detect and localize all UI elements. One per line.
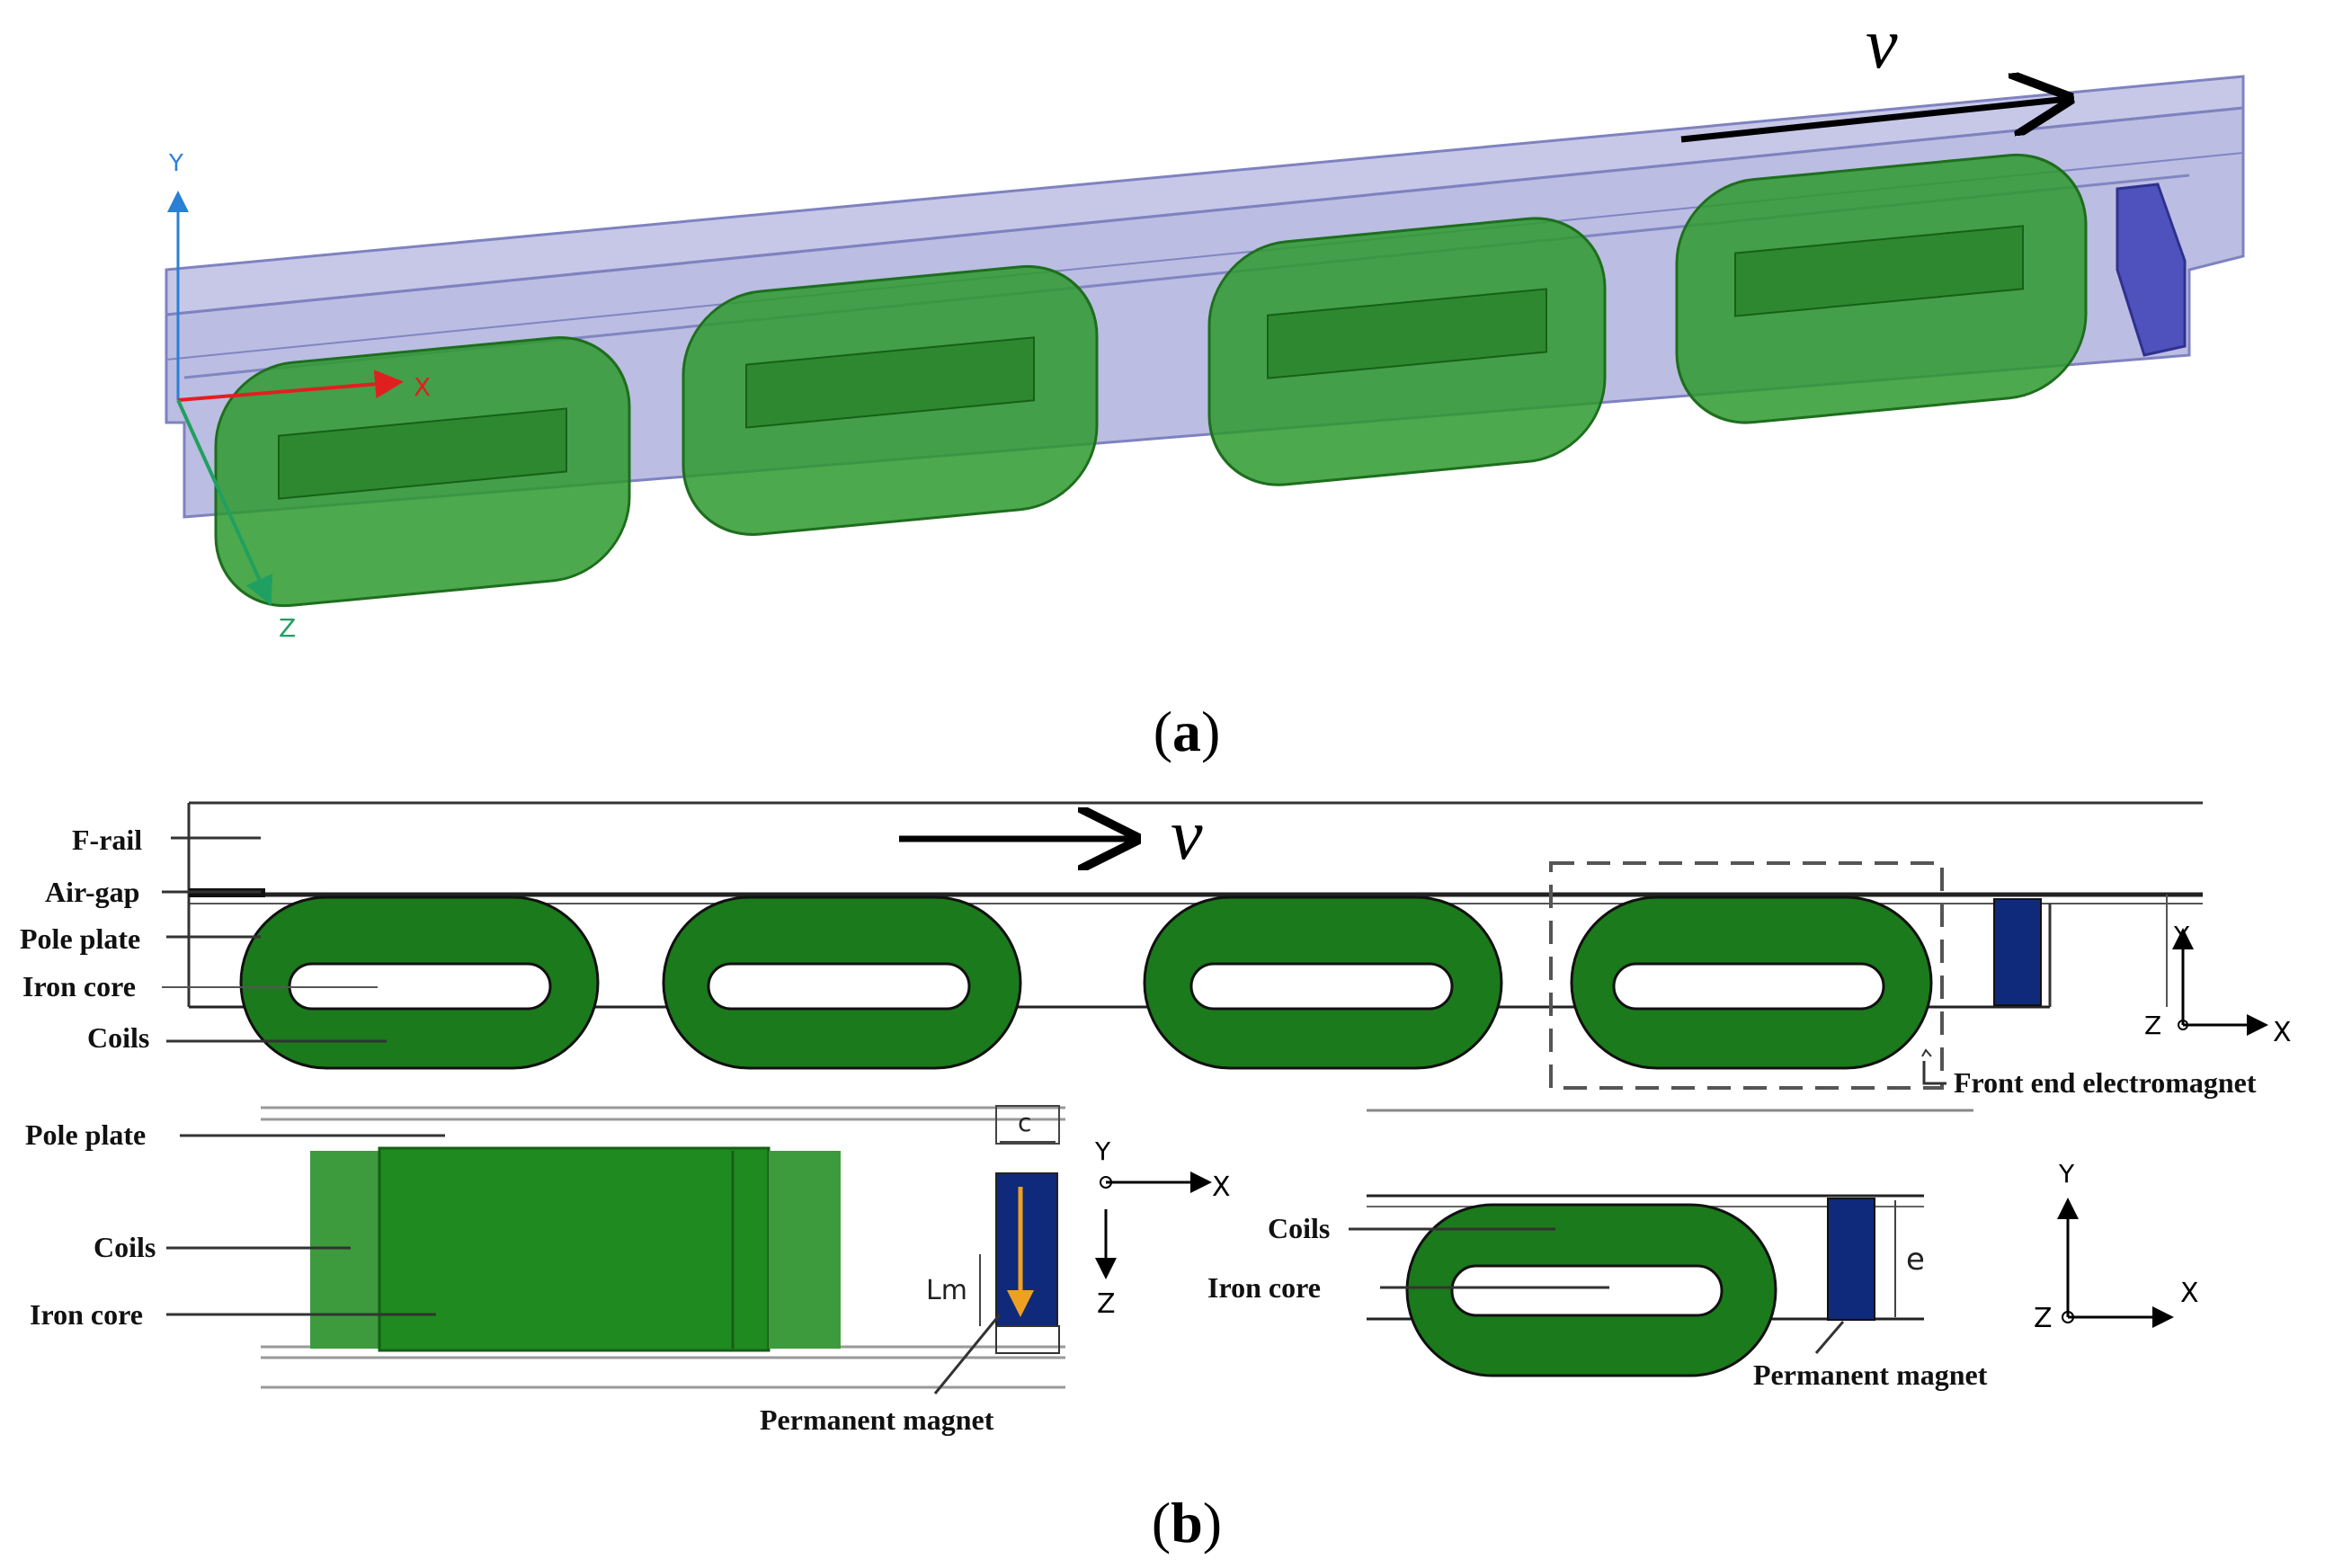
side-y-axis-label: Y [1094,1136,1111,1166]
side-coil-left [310,1151,382,1349]
front-origin-dot [2062,1311,2074,1323]
coil-3d [681,264,1099,537]
x-axis-label-b: X [2273,1017,2292,1048]
label-air-gap: Air-gap [45,876,139,908]
label-front-coils: Coils [1268,1212,1330,1244]
coil-top-view [1570,895,1933,1070]
front-magnet [1827,1198,1875,1321]
leader-front-end [1921,1048,1932,1057]
label-front-permanent-magnet: Permanent magnet [1753,1359,1988,1391]
coil-top-view [1143,895,1503,1070]
coil-top-view [662,895,1022,1070]
leader-permanent-magnet [933,1314,1002,1394]
side-coil-right [769,1151,841,1349]
label-front-iron-core: Iron core [1207,1271,1321,1304]
x-axis-label: X [414,372,431,402]
magnet-3d [2116,183,2187,357]
panel-b-schematic: F-rail Air-gap Pole plate Iron core Coil… [20,796,2292,1555]
label-front-end-electromagnet: Front end electromagnet [1954,1066,2257,1099]
front-view: e Coils Iron core Permanent magnet Y Z X [1207,1109,2199,1391]
dim-lm-label: Lm [926,1275,967,1306]
leader-front-permanent-magnet [1814,1321,1845,1354]
side-view: c Lm Y X Z Pole plate Coils Iron core Pe… [25,1105,1231,1436]
side-x-axis-label: X [1212,1172,1231,1203]
front-iron-core-slot [1450,1264,1724,1317]
coil-3d [1207,217,1607,486]
coil-top-view [239,895,600,1070]
velocity-label-b: v [1171,796,1203,875]
leader-front-end-line [1922,1061,1946,1085]
dim-e-label: e [1906,1242,1925,1278]
z-axis-dot-b [2178,1020,2188,1030]
side-z-axis-label: Z [1097,1288,1116,1320]
z-axis-label: Z [279,613,296,643]
label-f-rail: F-rail [72,824,142,856]
label-side-coils: Coils [94,1231,156,1263]
caption-a: (a) [1154,699,1221,763]
magnet-top-view [1993,898,2042,1006]
velocity-label: v [1866,4,1898,84]
dim-c-box [995,1105,1060,1145]
caption-b: (b) [1152,1491,1222,1555]
x-axis-arrow [177,370,404,402]
z-axis-arrow [176,399,273,606]
front-x-axis-label: X [2180,1278,2199,1309]
coil-3d [1675,153,2088,424]
coil-3d [214,335,631,608]
velocity-arrow [1680,99,2068,143]
label-side-permanent-magnet: Permanent magnet [760,1403,994,1436]
label-side-pole-plate: Pole plate [25,1118,146,1151]
panel-a-3d-view: Y X Z v (a) [165,4,2245,763]
side-magnet-frame [995,1325,1060,1354]
front-y-axis-label: Y [2058,1159,2075,1189]
side-magnet [995,1172,1058,1327]
label-side-iron-core: Iron core [30,1298,143,1331]
label-iron-core: Iron core [22,970,136,1002]
label-coils: Coils [87,1021,149,1054]
label-pole-plate: Pole plate [20,922,140,955]
dim-c-label: c [1018,1108,1031,1137]
y-axis-label-b: Y [2173,921,2190,950]
y-axis-label: Y [168,150,183,177]
front-z-axis-label: Z [2034,1303,2053,1334]
front-end-selection-box [1549,861,1944,1090]
side-origin-dot [1100,1176,1112,1189]
z-axis-label-b: Z [2144,1011,2161,1040]
side-core [378,1146,771,1352]
